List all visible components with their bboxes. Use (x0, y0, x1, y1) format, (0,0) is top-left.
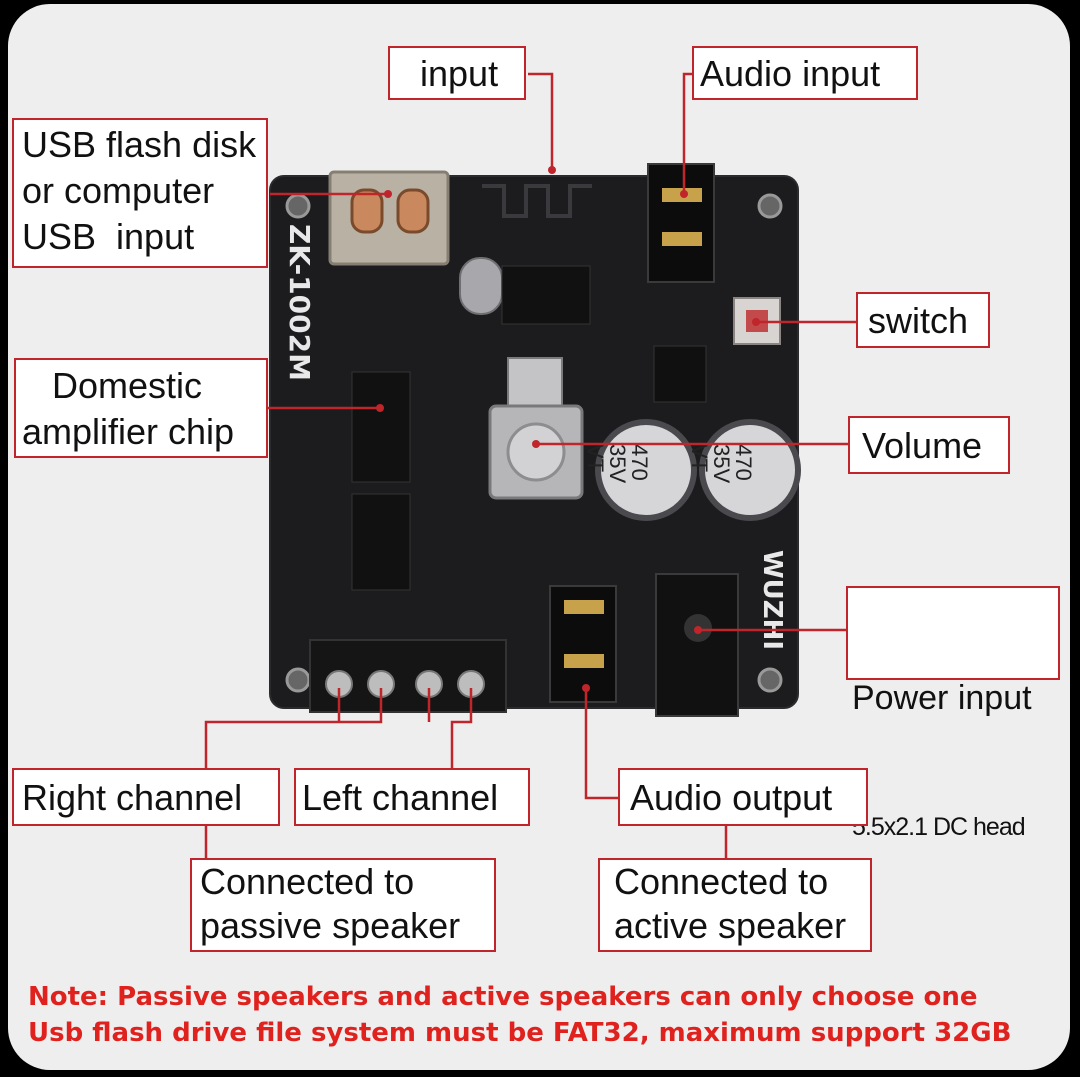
label-audio-input: Audio input (692, 46, 918, 100)
label-input: input (388, 46, 526, 100)
mount-hole-br (757, 667, 783, 693)
board-model-text: ZK-1002M (283, 224, 316, 381)
label-audio-output: Audio output (618, 768, 868, 826)
label-switch: switch (856, 292, 990, 348)
capacitor-2 (699, 419, 801, 521)
line-right (204, 688, 383, 768)
crystal (459, 257, 503, 315)
diagram-card: 47035VVT 47035VVT ZK-1002M WUZHI (8, 4, 1070, 1070)
line-audio-input (682, 72, 694, 194)
bt-chip (501, 265, 591, 325)
board-brand-text: WUZHI (757, 550, 787, 650)
cap1-voltage: 35V (605, 444, 630, 483)
cap1-value: 470 (627, 444, 652, 481)
label-active-speaker: Connected to active speaker (598, 858, 872, 952)
callout-lines (204, 72, 858, 858)
capacitor-1 (595, 419, 697, 521)
cap1-series: VT (583, 444, 608, 472)
label-power-input-line1: Power input (852, 679, 1032, 717)
label-usb-input: USB flash disk or computer USB input (12, 118, 268, 268)
label-right-channel: Right channel (12, 768, 280, 826)
mount-hole-tr (757, 193, 783, 219)
label-power-input-line2: 5.5x2.1 DC head (852, 813, 1026, 841)
bt-antenna (482, 184, 592, 218)
mount-hole-tl (285, 193, 311, 219)
amplifier-chip-1 (351, 371, 411, 483)
cap2-series: VT (687, 444, 712, 472)
amplifier-chip-2 (351, 493, 411, 591)
volume-pot-pins (507, 357, 563, 409)
label-left-channel: Left channel (294, 768, 530, 826)
audio-input-jack (647, 163, 715, 283)
label-passive-speaker: Connected to passive speaker (190, 858, 496, 952)
label-volume: Volume (848, 416, 1010, 474)
usb-port (328, 170, 450, 266)
cap2-value: 470 (731, 444, 756, 481)
capacitor-1-text: 47035VVT (583, 444, 652, 483)
label-power-input: Power input 5.5x2.1 DC head (846, 586, 1060, 841)
line-audio-out (584, 688, 620, 800)
line-input (528, 72, 554, 172)
pcb-board-illustration: 47035VVT 47035VVT ZK-1002M WUZHI (204, 72, 858, 858)
note-line-2: Usb flash drive file system must be FAT3… (28, 1018, 1012, 1048)
mount-hole-bl (285, 667, 311, 693)
note-line-1: Note: Passive speakers and active speake… (28, 982, 978, 1012)
line-left (450, 688, 473, 768)
regulator-chip (653, 345, 707, 403)
label-amplifier-chip: Domestic amplifier chip (14, 358, 268, 458)
dc-power-jack (655, 573, 739, 717)
capacitor-2-text: 47035VVT (687, 444, 756, 483)
cap2-voltage: 35V (709, 444, 734, 483)
callout-dots (376, 166, 760, 692)
